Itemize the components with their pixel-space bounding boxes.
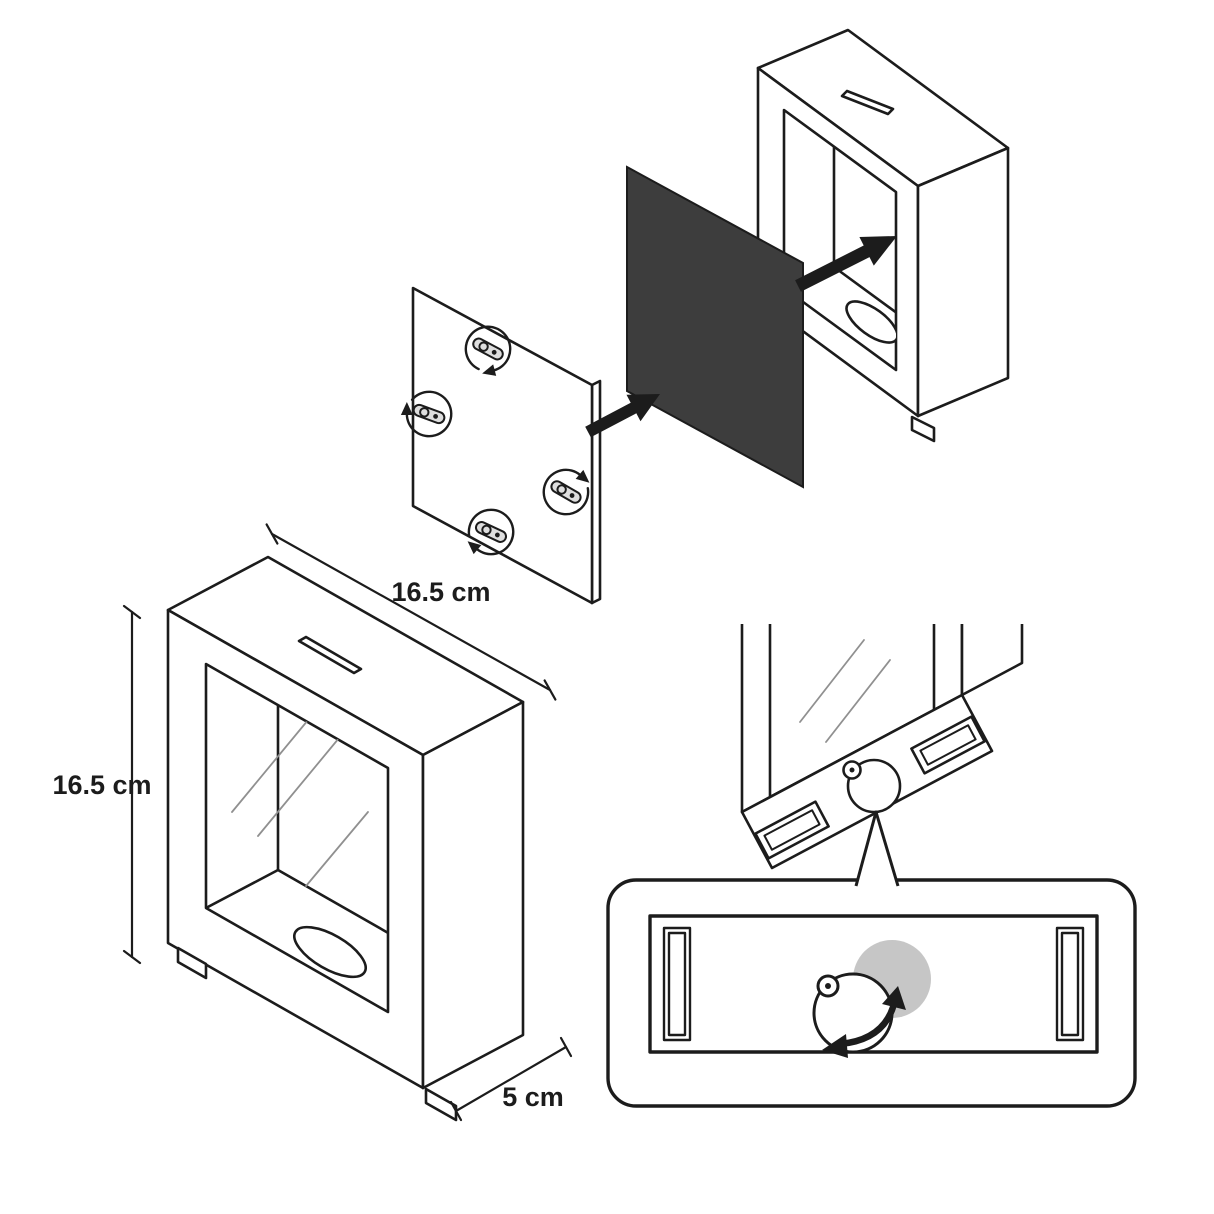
box-foot bbox=[910, 415, 936, 443]
frame-side-face bbox=[421, 700, 525, 1090]
frame-foot-left bbox=[176, 946, 208, 980]
coin-hole-icon bbox=[845, 300, 896, 344]
box-side-face bbox=[916, 146, 1010, 418]
insert-arrow-icon bbox=[795, 236, 897, 292]
photo-panel bbox=[626, 165, 804, 489]
frame-interior bbox=[206, 664, 388, 979]
back-panel-face bbox=[411, 286, 594, 605]
dimensioned-frame-view: 16.5 cm 16.5 cm 5 cm bbox=[52, 523, 573, 1122]
back-panel bbox=[395, 286, 602, 605]
box-underside-partial bbox=[740, 624, 1024, 870]
underside-plate bbox=[648, 914, 1099, 1054]
frame-foot-right bbox=[424, 1087, 458, 1122]
frame-front-opening bbox=[204, 662, 390, 1014]
detail-panel-content bbox=[648, 914, 1099, 1058]
magnifier-callout-icon bbox=[854, 810, 900, 887]
rotate-gesture-arrow-icon bbox=[822, 986, 906, 1058]
foot-slot-right bbox=[1055, 926, 1085, 1042]
partial-side-face bbox=[960, 624, 1024, 697]
dimension-depth: 5 cm bbox=[449, 1036, 573, 1122]
bottom-lock-detail-view bbox=[606, 624, 1137, 1108]
coin-hole-icon bbox=[293, 925, 367, 979]
coin-slot-icon bbox=[297, 635, 363, 675]
insert-arrow-icon bbox=[585, 394, 660, 438]
foot-slot-left bbox=[662, 926, 692, 1042]
dimension-height-label: 16.5 cm bbox=[52, 770, 151, 800]
exploded-view-step bbox=[395, 28, 1010, 605]
dimension-depth-label: 5 cm bbox=[502, 1082, 564, 1112]
underside-foot-left bbox=[754, 800, 830, 860]
underside-foot-right bbox=[910, 715, 986, 775]
dimension-width: 16.5 cm bbox=[265, 523, 557, 701]
dimension-height: 16.5 cm bbox=[52, 604, 152, 965]
twist-lock-plug bbox=[842, 758, 902, 814]
coin-slot-icon bbox=[840, 89, 895, 116]
dimension-width-label: 16.5 cm bbox=[391, 577, 490, 607]
